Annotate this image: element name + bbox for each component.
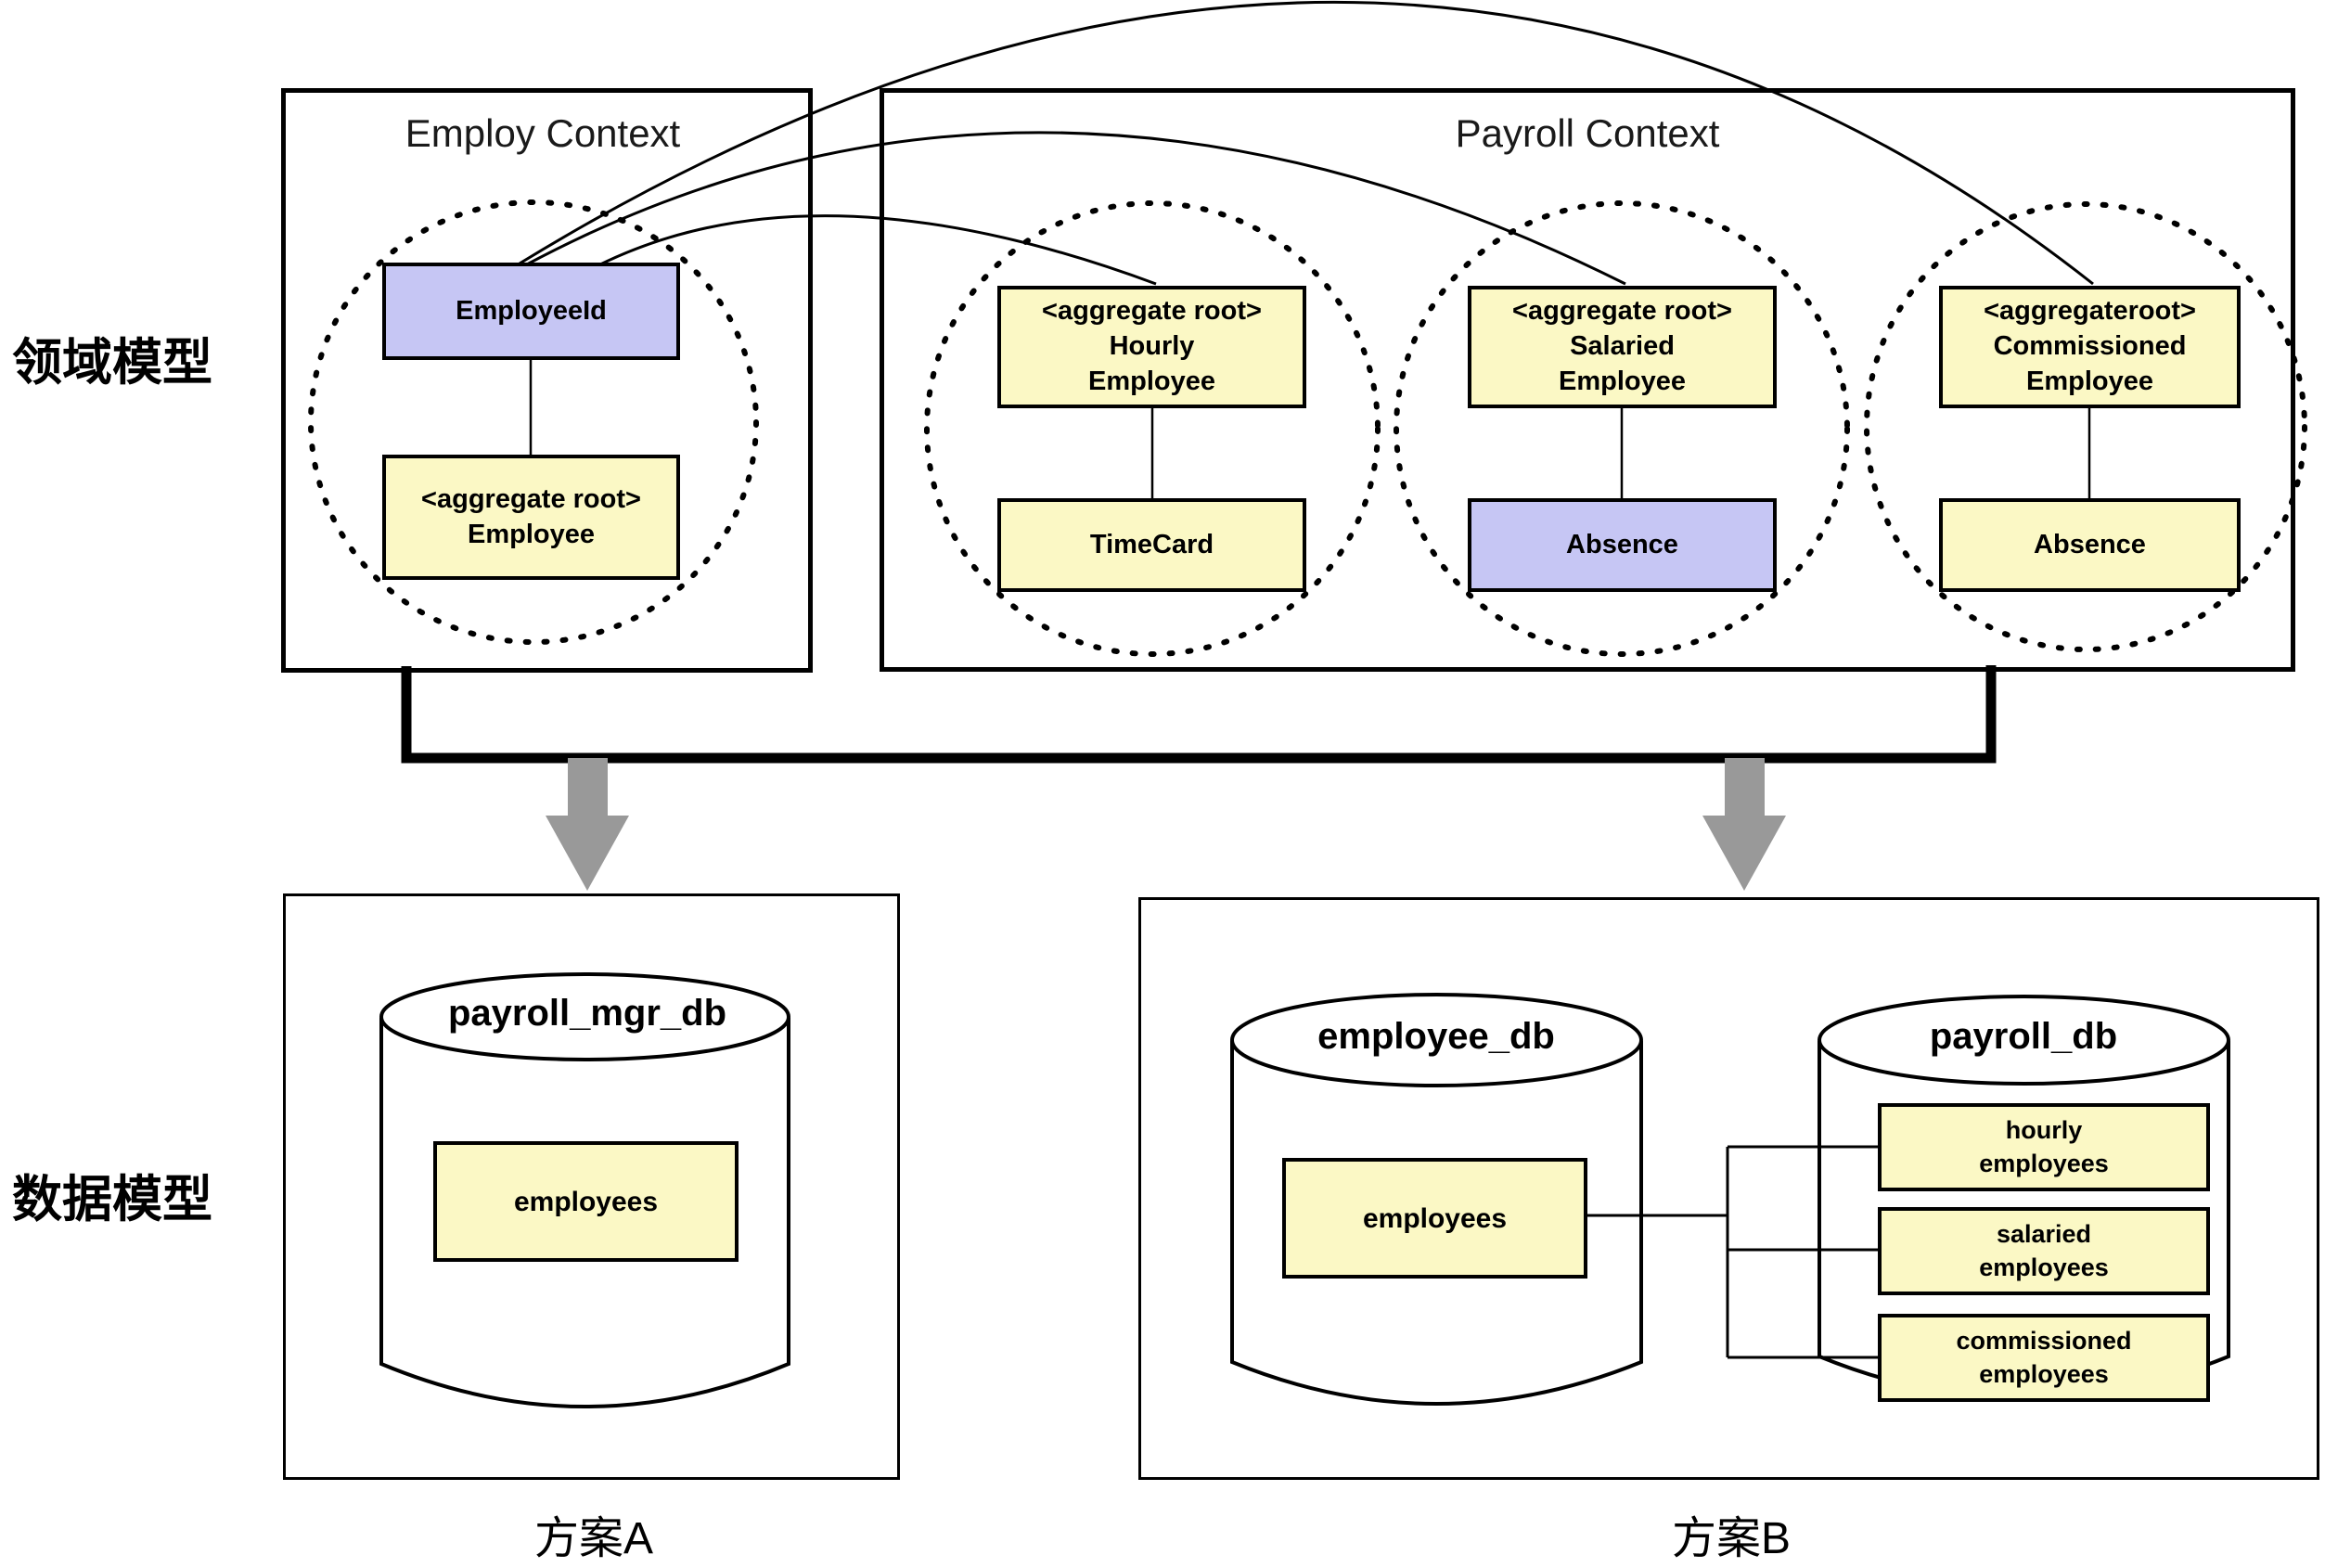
employ-aggregate-boundary-circle (308, 199, 759, 645)
commissioned-absence-entity: Absence (1939, 498, 2241, 592)
commissioned-absence-label: Absence (2034, 529, 2146, 559)
hourly-stereotype: <aggregate root> (1042, 296, 1262, 327)
plan-b-employees-label: employees (1362, 1202, 1508, 1234)
hourly-table-line1: hourly (2005, 1116, 2083, 1145)
salaried-employees-table: salaried employees (1878, 1207, 2210, 1295)
commissioned-employee-aggregate-root: <aggregateroot> Commissioned Employee (1939, 286, 2241, 408)
payroll-db-title: payroll_db (1929, 1016, 2118, 1057)
salaried-stereotype: <aggregate root> (1512, 296, 1732, 327)
commissioned-name-line1: Commissioned (1993, 331, 2187, 362)
commissioned-stereotype: <aggregateroot> (1984, 296, 2196, 327)
commissioned-aggregate-boundary-circle (1864, 201, 2307, 652)
employee-name: Employee (468, 519, 595, 549)
commissioned-name-line2: Employee (2026, 366, 2153, 396)
payroll-context-title: Payroll Context (1455, 111, 1720, 155)
employeeid-value-object: EmployeeId (382, 263, 680, 360)
salaried-employee-aggregate-root: <aggregate root> Salaried Employee (1468, 286, 1777, 408)
hourly-aggregate-boundary-circle (924, 200, 1381, 657)
timecard-label: TimeCard (1089, 529, 1214, 559)
payroll-context-box (880, 88, 2295, 672)
hourly-name-line2: Employee (1088, 366, 1215, 396)
plan-a-label: 方案A (533, 1514, 654, 1563)
commissioned-table-line1: commissioned (1956, 1327, 2132, 1356)
plan-a-box (283, 893, 900, 1480)
employee-db-title: employee_db (1317, 1016, 1555, 1057)
plan-b-label: 方案B (1671, 1514, 1792, 1563)
employeeid-to-commissioned-arc (519, 0, 2094, 286)
salaried-absence-entity: Absence (1468, 498, 1777, 592)
arrow-to-plan-a (546, 758, 629, 891)
salaried-table-line1: salaried (1996, 1220, 2092, 1249)
salaried-aggregate-boundary-circle (1394, 200, 1850, 657)
salaried-absence-label: Absence (1566, 529, 1678, 559)
employeeid-to-hourly-arc (597, 214, 1157, 286)
employ-context-title: Employ Context (405, 111, 681, 155)
contexts-to-data-connector (401, 665, 1997, 764)
payroll-mgr-db-title: payroll_mgr_db (447, 993, 727, 1034)
employee-stereotype: <aggregate root> (421, 483, 641, 514)
plan-b-employees-table: employees (1282, 1158, 1587, 1279)
commissioned-employees-table: commissioned employees (1878, 1314, 2210, 1402)
employees-to-payroll-tables-connector (1587, 1145, 1878, 1359)
employeeid-label: EmployeeId (456, 295, 607, 326)
commissioned-table-line2: employees (1979, 1359, 2109, 1388)
data-model-row-label: 数据模型 (12, 1172, 212, 1227)
hourly-table-line2: employees (1979, 1149, 2109, 1177)
hourly-name-line1: Hourly (1109, 331, 1195, 362)
domain-model-row-label: 领域模型 (12, 335, 212, 391)
hourly-employees-table: hourly employees (1878, 1103, 2210, 1191)
plan-a-employees-table: employees (433, 1141, 739, 1262)
timecard-entity: TimeCard (997, 498, 1306, 592)
salaried-name-line1: Salaried (1570, 331, 1675, 362)
employee-aggregate-root: <aggregate root> Employee (382, 455, 680, 580)
salaried-table-line2: employees (1979, 1253, 2109, 1281)
plan-a-employees-label: employees (513, 1186, 659, 1217)
employeeid-to-salaried-arc (524, 131, 1626, 286)
arrow-to-plan-b (1702, 758, 1786, 891)
plan-b-box (1138, 897, 2319, 1480)
hourly-employee-aggregate-root: <aggregate root> Hourly Employee (997, 286, 1306, 408)
salaried-name-line2: Employee (1559, 366, 1686, 396)
employ-context-box (281, 88, 813, 673)
